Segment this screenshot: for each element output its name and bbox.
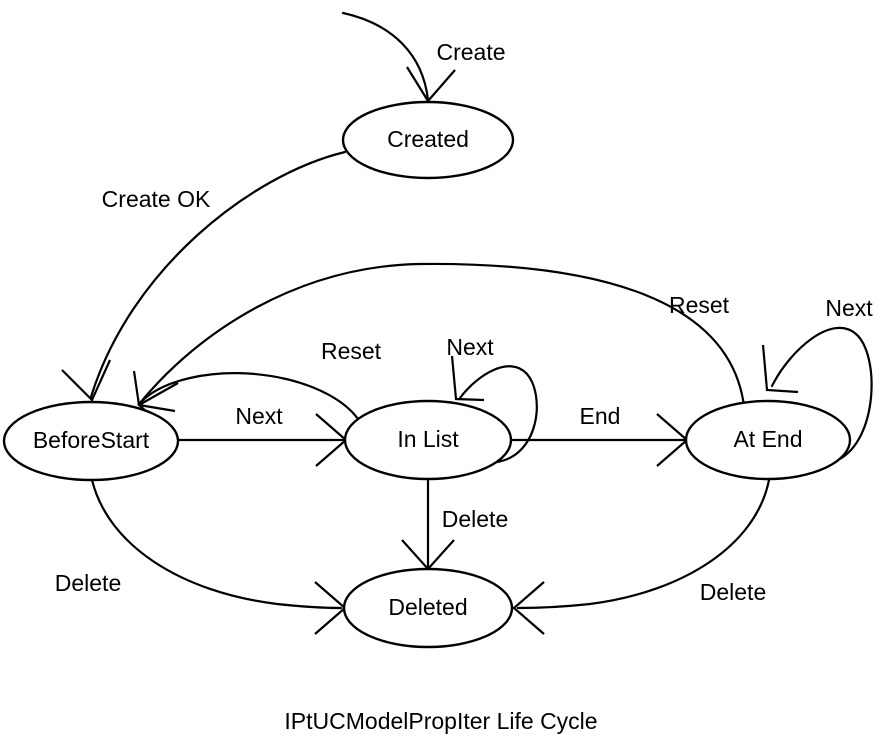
transition-delete-atend-path — [516, 478, 771, 610]
transition-delete-beforestart-path — [90, 478, 343, 610]
transition-delete-atend-arrowhead — [512, 581, 545, 635]
transition-next-atend-arrowhead — [761, 344, 799, 394]
state-ellipse-beforestart[interactable] — [2, 400, 180, 482]
edge-label-create: Create — [436, 39, 505, 65]
edge-label-delete-beforestart: Delete — [55, 570, 121, 596]
state-ellipse-deleted[interactable] — [342, 567, 514, 649]
edge-label-next-atend-self: Next — [825, 295, 873, 321]
transition-next-atend-self — [761, 326, 873, 462]
transition-create-path — [341, 11, 430, 102]
transition-create-ok-path — [89, 150, 347, 399]
transition-reset-inlist — [132, 370, 360, 421]
diagram-caption: IPtUCModelPropIter Life Cycle — [284, 708, 597, 734]
edge-label-delete-atend: Delete — [700, 579, 766, 605]
state-ellipse-atend[interactable] — [684, 399, 852, 481]
transition-delete-beforestart — [90, 478, 347, 635]
state-label-created: Created — [387, 126, 469, 152]
transition-next-inlist-self — [450, 355, 538, 464]
transition-create-arrowhead-create-ok — [61, 359, 112, 402]
transition-create-arrowhead — [406, 66, 456, 103]
transition-reset-inlist-arrowhead — [132, 370, 176, 413]
edge-label-next-inlist-self: Next — [446, 334, 494, 360]
state-node-deleted[interactable]: Deleted — [342, 567, 514, 649]
edge-label-end: End — [580, 403, 621, 429]
state-label-atend: At End — [733, 426, 802, 452]
edge-label-reset-inlist: Reset — [321, 338, 382, 364]
transition-next-atend-self-path — [770, 326, 873, 462]
transition-delete-atend — [512, 478, 771, 635]
edge-label-next-beforestart-inlist: Next — [235, 403, 283, 429]
state-ellipse-inlist[interactable] — [343, 399, 513, 481]
state-label-beforestart: BeforeStart — [33, 427, 150, 453]
transition-next-inlist-self-path — [458, 365, 538, 464]
state-node-atend[interactable]: At End — [684, 399, 852, 481]
transition-next-inlist-self-arrowhead — [450, 355, 485, 402]
edge-label-reset-atend: Reset — [669, 292, 730, 318]
state-node-beforestart[interactable]: BeforeStart — [2, 400, 180, 482]
state-node-inlist[interactable]: In List — [343, 399, 513, 481]
state-ellipse-created[interactable] — [341, 100, 515, 180]
transition-create-ok — [61, 150, 347, 402]
state-label-inlist: In List — [397, 426, 459, 452]
transition-reset-atend — [137, 262, 746, 424]
state-label-deleted: Deleted — [388, 594, 467, 620]
state-node-created[interactable]: Created — [341, 100, 515, 180]
edge-label-create-ok: Create OK — [102, 186, 211, 212]
edge-label-delete-inlist: Delete — [442, 506, 508, 532]
transition-reset-atend-path — [138, 262, 746, 408]
transition-reset-inlist-path — [137, 372, 360, 421]
